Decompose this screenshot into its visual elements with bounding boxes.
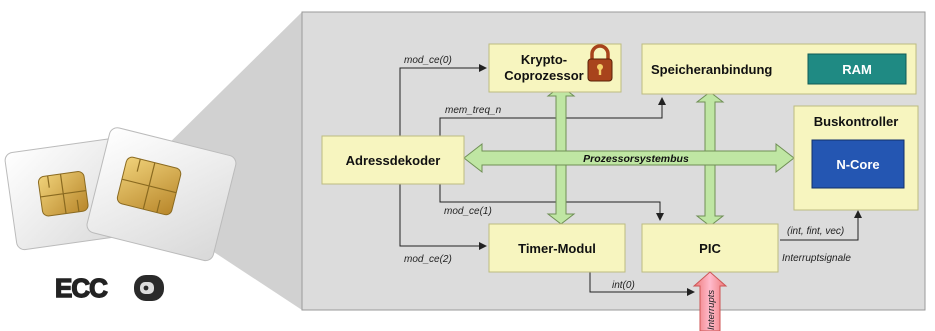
- buskontroller-title: Buskontroller: [814, 114, 899, 129]
- signal-lines: [399, 64, 862, 296]
- timer-title: Timer-Modul: [518, 241, 596, 256]
- ncore-label: N-Core: [836, 157, 879, 172]
- signal-mem-treq: mem_treq_n: [445, 105, 502, 116]
- signal-mod-ce2: mod_ce(2): [404, 254, 452, 265]
- signal-int-vec: (int, fint, vec): [787, 226, 844, 237]
- lock-icon: [587, 44, 613, 82]
- ram-block: [807, 53, 907, 85]
- interrupts-label: Interrupts: [706, 290, 717, 330]
- ram-label: RAM: [842, 62, 872, 77]
- speicher-title: Speicheranbindung: [651, 62, 772, 77]
- adressdekoder-title: Adressdekoder: [346, 153, 441, 168]
- ncore-block: [811, 139, 905, 189]
- buskontroller-block: Buskontroller N-Core: [793, 105, 919, 211]
- timer-block: Timer-Modul: [488, 223, 626, 273]
- pic-block: PIC: [641, 223, 779, 273]
- interrupts-arrow: Interrupts: [692, 271, 728, 331]
- bus-label: Prozessorsystembus: [583, 153, 689, 165]
- pic-title: PIC: [699, 241, 721, 256]
- krypto-block: Krypto- Coprozessor: [488, 43, 622, 93]
- adressdekoder-block: Adressdekoder: [321, 135, 465, 185]
- sim-card-front: [86, 127, 237, 262]
- signal-interruptsignale: Interruptsignale: [782, 253, 851, 264]
- krypto-title-1: Krypto-: [521, 52, 567, 67]
- signal-mod-ce0: mod_ce(0): [404, 55, 452, 66]
- speicher-block: Speicheranbindung RAM: [641, 43, 917, 95]
- ecc-logo: ECC: [54, 272, 164, 304]
- krypto-title-2: Coprozessor: [504, 68, 583, 83]
- signal-mod-ce1: mod_ce(1): [444, 206, 492, 217]
- ecc-logo-text: ECC: [55, 273, 108, 303]
- signal-int0: int(0): [612, 280, 635, 291]
